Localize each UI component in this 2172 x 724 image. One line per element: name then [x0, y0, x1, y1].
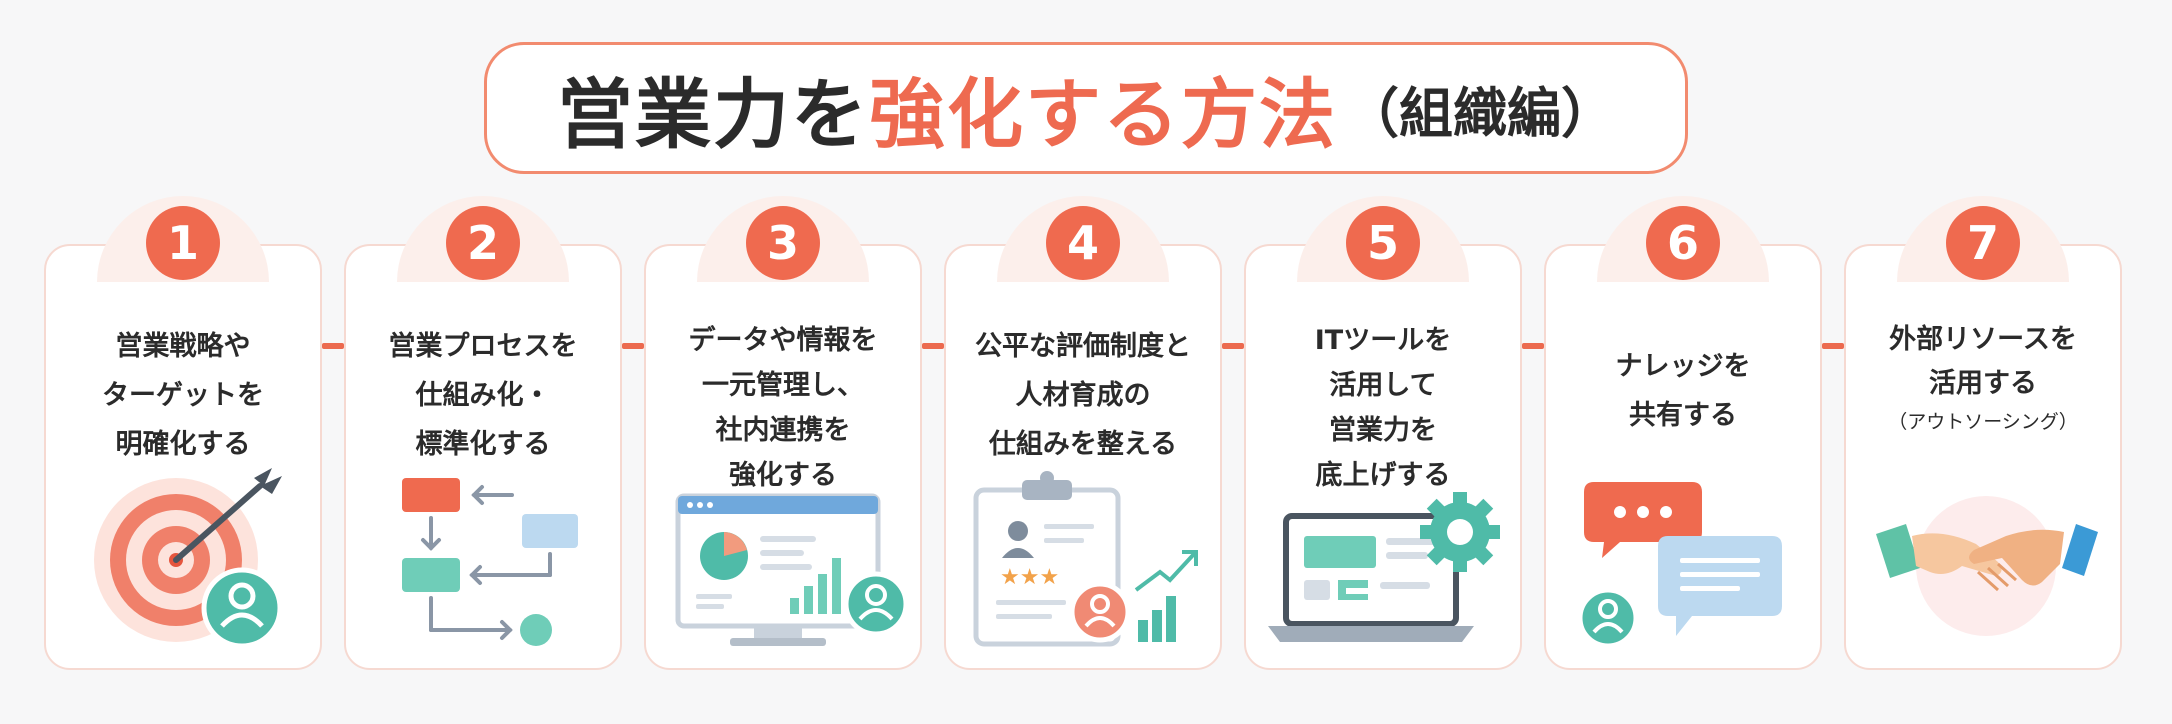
connector-3-4 [922, 343, 944, 349]
connector-1-2 [322, 343, 344, 349]
step-7-number: 7 [1946, 206, 2020, 280]
step-card-2: 営業プロセスを 仕組み化・ 標準化する [344, 244, 622, 670]
step-1-line-1: 営業戦略や [115, 331, 251, 362]
laptop-gear-icon [1268, 492, 1500, 642]
step-3-line-3: 社内連携を [715, 415, 851, 446]
evaluation-clipboard-icon: ★★★ [973, 471, 1198, 647]
step-5-line-4: 底上げする [1315, 460, 1451, 491]
step-card-6: ナレッジを 共有する [1544, 244, 1822, 670]
step-3-line-4: 強化する [729, 460, 837, 491]
step-card-1: 営業戦略や ターゲットを 明確化する [44, 244, 322, 670]
step-3-line-2: 一元管理し、 [702, 370, 864, 401]
step-1-line-2: ターゲットを [102, 380, 264, 411]
step-4-number: 4 [1046, 206, 1120, 280]
step-5-text: ITツールを 活用して 営業力を 底上げする [1254, 318, 1512, 498]
step-4-text: 公平な評価制度と 人材育成の 仕組みを整える [954, 322, 1212, 469]
chat-share-icon [1577, 482, 1782, 649]
step-2-line-2: 仕組み化・ [415, 380, 551, 411]
step-card-5: ITツールを 活用して 営業力を 底上げする [1244, 244, 1522, 670]
title-sub: （組織編） [1345, 81, 1615, 145]
step-3-number: 3 [746, 206, 820, 280]
step-7-line-2: 活用する [1929, 368, 2037, 399]
step-7-note: （アウトソーシング） [1888, 411, 2078, 433]
title-accent: 強化する方法 [869, 70, 1337, 159]
connector-6-7 [1822, 343, 1844, 349]
step-4-line-2: 人材育成の [1015, 380, 1151, 411]
step-5-line-1: ITツールを [1314, 325, 1452, 356]
step-card-3: データや情報を 一元管理し、 社内連携を 強化する [644, 244, 922, 670]
step-3-text: データや情報を 一元管理し、 社内連携を 強化する [654, 318, 912, 498]
step-2-line-1: 営業プロセスを [388, 331, 578, 362]
title-main: 営業力を [557, 70, 869, 159]
step-4-line-1: 公平な評価制度と [975, 331, 1191, 362]
connector-5-6 [1522, 343, 1544, 349]
process-flow-icon [402, 478, 578, 646]
step-7-text: 外部リソースを 活用する （アウトソーシング） [1854, 318, 2112, 438]
svg-text:★★★: ★★★ [1000, 565, 1059, 590]
connector-4-5 [1222, 343, 1244, 349]
connector-2-3 [622, 343, 644, 349]
step-5-line-2: 活用して [1329, 370, 1437, 401]
step-6-line-1: ナレッジを [1615, 351, 1751, 382]
step-2-text: 営業プロセスを 仕組み化・ 標準化する [354, 322, 612, 469]
target-arrow-person-icon [94, 468, 283, 649]
step-5-line-3: 営業力を [1329, 415, 1437, 446]
step-6-line-2: 共有する [1629, 400, 1737, 431]
step-6-text: ナレッジを 共有する [1554, 342, 1812, 440]
step-1-number: 1 [146, 206, 220, 280]
handshake-icon [1876, 496, 2098, 636]
step-7-line-1: 外部リソースを [1889, 324, 2077, 355]
step-2-number: 2 [446, 206, 520, 280]
step-1-text: 営業戦略や ターゲットを 明確化する [54, 322, 312, 469]
step-3-line-1: データや情報を [688, 325, 878, 356]
step-6-number: 6 [1646, 206, 1720, 280]
step-card-4: 公平な評価制度と 人材育成の 仕組みを整える ★★★ [944, 244, 1222, 670]
step-1-line-3: 明確化する [115, 429, 251, 460]
page-title: 営業力を強化する方法（組織編） [484, 42, 1688, 174]
step-4-line-3: 仕組みを整える [988, 429, 1178, 460]
step-5-number: 5 [1346, 206, 1420, 280]
dashboard-monitor-icon [675, 493, 909, 646]
step-card-7: 外部リソースを 活用する （アウトソーシング） [1844, 244, 2122, 670]
step-2-line-3: 標準化する [415, 429, 551, 460]
